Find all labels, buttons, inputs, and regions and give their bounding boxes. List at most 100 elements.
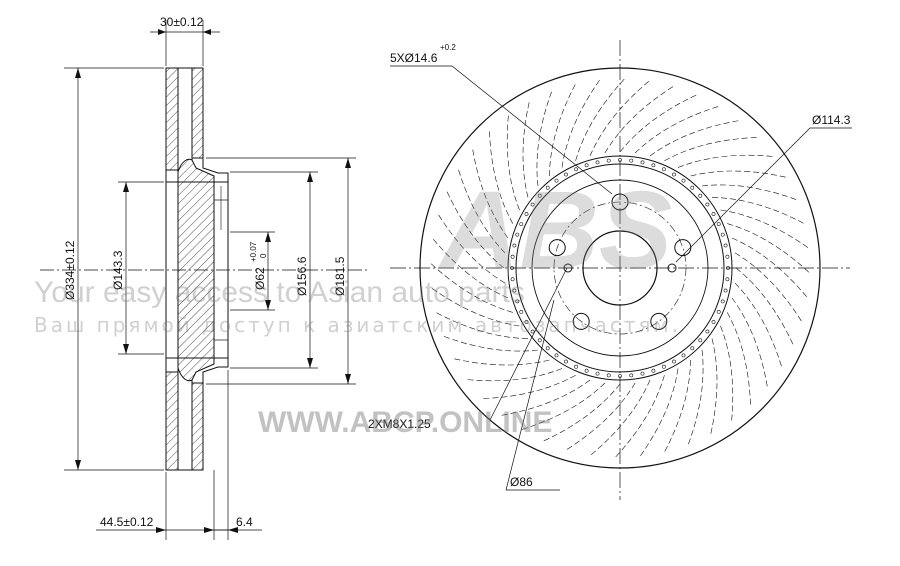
ring-slot [545,185,550,190]
vane-outline [634,105,720,154]
ring-slot [711,212,716,216]
vane-outline [506,114,520,211]
vane-outline [466,368,563,382]
vane-outline [589,80,651,157]
vane-outline [687,349,704,446]
section-dimensions [64,20,356,540]
ring-slot [618,374,622,378]
ring-slot [725,277,730,282]
ring-slot [651,163,656,168]
thread-hole [667,263,677,273]
vane-outline [677,154,774,168]
ring-slot [515,232,520,237]
ring-slot [574,167,579,172]
ring-slot [705,202,710,207]
vane-outline [639,368,679,458]
dim-diameter-1566: Ø156.6 [295,256,309,296]
ring-slot [720,232,725,237]
vane-outline [720,325,734,422]
ring-slot [662,364,666,369]
ring-slot [606,158,611,163]
vane-outline [536,90,553,187]
watermark-line1: Your easy access to Asian auto parts [34,276,525,309]
vane-outline [614,375,665,459]
ring-slot [510,266,514,270]
ring-slot [574,364,579,369]
bolt-hole [572,312,590,330]
thread-hole [563,263,573,273]
vane-outline [720,209,810,249]
vane-outline [442,335,539,352]
vane-outline [664,137,759,162]
vane-outline [489,129,514,224]
vane-outline [429,262,513,313]
ring-slot [519,222,524,227]
ring-slot [629,158,634,163]
ring-slot [537,338,542,343]
vane-outline [731,297,768,388]
bolt-hole [650,312,668,330]
ring-slot [640,160,645,165]
ring-slot [705,329,710,334]
vane-outline [481,374,576,399]
vane-outline [711,197,805,225]
watermark-logo: ABS [437,169,672,292]
ring-slot [720,299,725,304]
ring-slot [723,288,728,293]
vane-outline [565,382,636,451]
dim-thickness-bottom: 6.4 [236,515,253,529]
ring-slot [690,185,695,190]
ring-slot [629,373,634,378]
vane-outline [619,94,698,153]
vane-outline [472,148,509,239]
bolt-hole [674,239,692,257]
ring-slot [530,202,535,207]
vane-outline [561,78,601,168]
ring-slot [519,309,524,314]
ring-slot [725,254,730,259]
front-view [390,40,850,500]
front-leaders [390,65,852,491]
watermark-line2: Ваш прямой доступ к азиатским автозапчас… [34,313,681,337]
ring-slot [510,277,515,282]
vane-outline [549,83,577,177]
bolt-hole [611,193,629,211]
vane-outline [522,100,530,198]
ring-slot [554,353,559,358]
ring-slot [584,368,589,373]
ring-slot [564,359,568,364]
ring-slot [554,178,559,183]
ring-slot [672,172,676,177]
ring-slot [512,243,517,248]
label-holes-tol: +0.2 [440,43,456,52]
ring-slot [698,193,703,198]
vane-outline [690,170,788,178]
dim-diameter-62: Ø62 [253,267,267,290]
label-center-bore: Ø86 [510,475,533,489]
vane-outline [575,77,626,161]
ring-slot [681,353,686,358]
ring-slot [690,346,695,351]
ring-slot [537,193,542,198]
ring-slot [584,163,589,168]
vane-outline [727,223,811,274]
vane-outline [663,359,691,453]
vane-outline [520,382,606,431]
dim-width-top: 30±0.12 [160,15,204,29]
vane-outline [710,338,718,436]
ring-slot [618,158,622,162]
label-holes: 5XØ14.6 [390,51,438,65]
label-threads: 2XM8X1.25 [368,417,431,431]
vane-outline [701,184,798,201]
ring-slot [524,212,529,216]
ring-slot [524,320,529,324]
vane-outline [542,383,621,442]
vane-outline [452,358,550,366]
ring-slot [681,178,686,183]
vane-outline [731,237,808,299]
vane-outline [734,282,783,368]
ring-slot [711,320,716,324]
watermark: ABS Your easy access to Asian auto parts… [34,169,681,439]
watermark-url: WWW.ABCP.ONLINE [258,406,552,439]
